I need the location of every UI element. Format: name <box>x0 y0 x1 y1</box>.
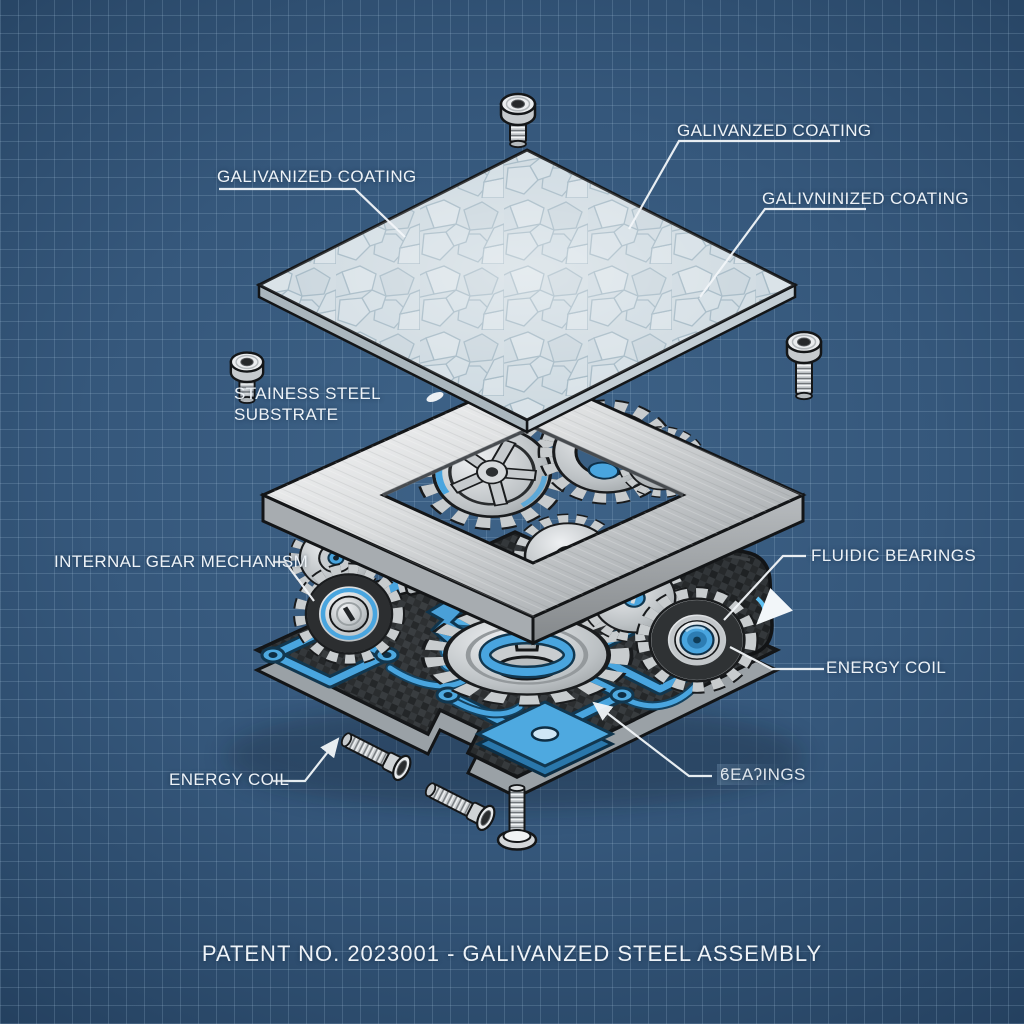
leader-coating-top <box>628 139 840 230</box>
label-galvanized-coating-right: GALIVNINIZED COATING <box>762 189 969 208</box>
patent-title: PATENT NO. 2023001 - GALIVANZED STEEL AS… <box>201 941 823 966</box>
plate-glint <box>426 391 444 403</box>
label-internal-gear-mechanism: INTERNAL GEAR MECHANISM <box>54 552 309 571</box>
substrate-line-2: SUBSTRATE <box>234 405 339 424</box>
galvanized-top-plate <box>255 148 799 435</box>
gear-cluster-main <box>301 569 398 658</box>
screw-top <box>499 92 537 149</box>
label-stainless-steel-substrate: STAINESS STEEL SUBSTRATE <box>234 383 381 425</box>
label-energy-coil-left: ENERGY COIL <box>169 770 290 789</box>
flow-arrow-icon <box>755 588 793 625</box>
label-galvanized-coating-top: GALIVANZED COATING <box>677 121 872 140</box>
substrate-line-1: STAINESS STEEL <box>234 384 381 403</box>
leader-energy-coil-right <box>729 646 824 671</box>
leader-internal-gear <box>273 560 315 602</box>
screw-right <box>785 330 823 401</box>
leader-coating-left <box>219 187 406 238</box>
label-bearings-garbled: ϐEAʔINGS <box>717 764 809 785</box>
gear-right-large <box>644 593 751 686</box>
leader-bearings <box>592 701 712 778</box>
steel-substrate-frame <box>259 371 807 646</box>
label-energy-coil-right: ENERGY COIL <box>826 658 947 677</box>
leader-fluidic-bearings <box>723 554 806 621</box>
screw-bottom-flipped <box>496 784 538 851</box>
blue-mount-plate <box>474 700 616 778</box>
leader-energy-coil-left <box>273 737 340 783</box>
label-fluidic-bearings: FLUIDIC BEARINGS <box>811 546 977 565</box>
leader-coating-right <box>699 207 866 298</box>
label-galvanized-coating-left: GALIVANIZED COATING <box>217 167 417 186</box>
